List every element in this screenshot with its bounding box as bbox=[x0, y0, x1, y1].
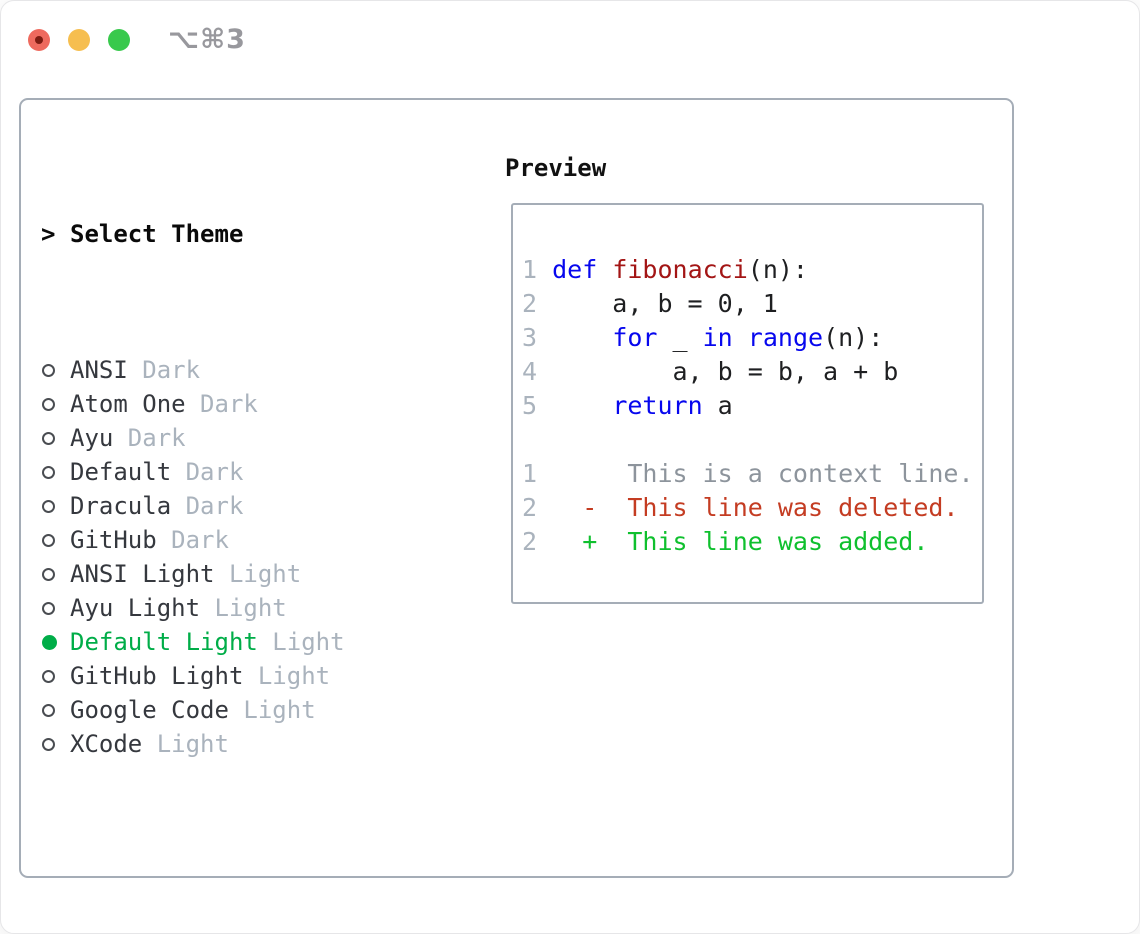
line-number: 2 bbox=[522, 289, 538, 318]
theme-option[interactable]: Ayu Dark bbox=[41, 421, 446, 455]
theme-option[interactable]: Atom One Dark bbox=[41, 387, 446, 421]
theme-option[interactable]: ANSI Light Light bbox=[41, 557, 446, 591]
code-token-plain: _ bbox=[657, 323, 703, 352]
code-token-keyword: in bbox=[702, 323, 733, 352]
minimize-button[interactable] bbox=[68, 29, 90, 51]
close-button[interactable] bbox=[28, 29, 50, 51]
preview-title: Preview bbox=[505, 154, 607, 182]
radio-unselected-icon bbox=[42, 601, 55, 615]
code-token-plain bbox=[552, 391, 612, 420]
option-variant-label: Dark bbox=[113, 424, 186, 452]
code-token-plain bbox=[552, 323, 612, 352]
window-shortcut-title: ⌥⌘3 bbox=[168, 23, 246, 55]
code-line: 1 def fibonacci(n): bbox=[522, 253, 982, 287]
code-token-plain: (n): bbox=[823, 323, 884, 352]
option-variant-label: Dark bbox=[156, 526, 229, 554]
radio-unselected-icon bbox=[42, 669, 55, 683]
theme-option[interactable]: GitHub Dark bbox=[41, 523, 446, 557]
option-variant-label: Light bbox=[142, 730, 229, 758]
theme-option[interactable]: ANSI Dark bbox=[41, 353, 446, 387]
code-token-keyword: range bbox=[747, 323, 824, 352]
code-token-keyword: return bbox=[612, 391, 703, 420]
code-token-keyword: def bbox=[552, 255, 598, 284]
spacer bbox=[41, 863, 446, 897]
code-token-plain: a bbox=[702, 391, 733, 420]
code-token-plain bbox=[733, 323, 748, 352]
code-token-plain: a, b = 0, 1 bbox=[552, 289, 778, 318]
radio-unselected-icon bbox=[42, 465, 55, 479]
code-token-function: fibonacci bbox=[612, 255, 748, 284]
code-line: 3 for _ in range(n): bbox=[522, 321, 982, 355]
radio-unselected-icon bbox=[42, 363, 55, 377]
code-line: 4 a, b = b, a + b bbox=[522, 355, 982, 389]
option-label: XCode bbox=[70, 730, 143, 758]
option-label: Atom One bbox=[70, 390, 186, 418]
radio-unselected-icon bbox=[42, 737, 55, 751]
option-variant-label: Dark bbox=[127, 356, 201, 384]
titlebar: ⌥⌘3 bbox=[28, 24, 246, 55]
code-token-plain: a, b = b, a + b bbox=[552, 357, 899, 386]
option-variant-label: Dark bbox=[185, 390, 258, 418]
option-label: GitHub Light bbox=[70, 662, 244, 690]
select-theme-header: > Select Theme bbox=[41, 217, 446, 251]
radio-unselected-icon bbox=[42, 397, 55, 411]
code-line bbox=[522, 423, 982, 457]
theme-option[interactable]: GitHub Light Light bbox=[41, 659, 446, 693]
option-variant-label: Light bbox=[257, 628, 345, 656]
radio-unselected-icon bbox=[42, 703, 55, 717]
option-variant-label: Light bbox=[200, 594, 287, 622]
option-label: Google Code bbox=[70, 696, 229, 724]
theme-option[interactable]: Dracula Dark bbox=[41, 489, 446, 523]
theme-option[interactable]: Default Dark bbox=[41, 455, 446, 489]
option-label: ANSI bbox=[70, 356, 128, 384]
theme-option[interactable]: Default Light Light bbox=[41, 625, 446, 659]
option-label: Ayu Light bbox=[70, 594, 201, 622]
option-label: Ayu bbox=[70, 424, 114, 452]
code-token-plain: (n): bbox=[747, 255, 808, 284]
unsaved-dot-icon bbox=[35, 36, 43, 44]
radio-unselected-icon bbox=[42, 567, 55, 581]
option-variant-label: Light bbox=[243, 662, 331, 690]
code-token-added: + This line was added. bbox=[552, 527, 929, 556]
line-number: 1 bbox=[522, 459, 538, 488]
code-line: 5 return a bbox=[522, 389, 982, 423]
option-variant-label: Light bbox=[214, 560, 302, 588]
line-number: 4 bbox=[522, 357, 538, 386]
code-token-plain bbox=[597, 255, 612, 284]
theme-option[interactable]: Google Code Light bbox=[41, 693, 446, 727]
option-label: ANSI Light bbox=[70, 560, 215, 588]
code-line: 1 This is a context line. bbox=[522, 457, 982, 491]
radio-unselected-icon bbox=[42, 533, 55, 547]
line-number: 1 bbox=[522, 255, 538, 284]
select-theme-title: Select Theme bbox=[70, 220, 244, 248]
line-number: 5 bbox=[522, 391, 538, 420]
option-variant-label: Light bbox=[228, 696, 316, 724]
radio-selected-icon bbox=[42, 634, 57, 650]
code-token-deleted: - This line was deleted. bbox=[552, 493, 959, 522]
option-label: GitHub bbox=[70, 526, 157, 554]
option-label: Default bbox=[70, 458, 172, 486]
line-number: 2 bbox=[522, 493, 538, 522]
code-token-context: This is a context line. bbox=[552, 459, 974, 488]
code-line: 2 - This line was deleted. bbox=[522, 491, 982, 525]
code-token-keyword: for bbox=[612, 323, 658, 352]
maximize-button[interactable] bbox=[108, 29, 130, 51]
option-variant-label: Dark bbox=[171, 492, 244, 520]
code-line: 2 + This line was added. bbox=[522, 525, 982, 559]
line-number: 2 bbox=[522, 527, 538, 556]
radio-unselected-icon bbox=[42, 431, 55, 445]
option-label: Dracula bbox=[70, 492, 172, 520]
cursor-arrow-icon: > bbox=[41, 220, 56, 248]
theme-option[interactable]: XCode Light bbox=[41, 727, 446, 761]
line-number: 3 bbox=[522, 323, 538, 352]
code-line: 2 a, b = 0, 1 bbox=[522, 287, 982, 321]
option-variant-label: Dark bbox=[171, 458, 244, 486]
option-label: Default Light bbox=[70, 628, 258, 656]
radio-unselected-icon bbox=[42, 499, 55, 513]
theme-option[interactable]: Ayu Light Light bbox=[41, 591, 446, 625]
